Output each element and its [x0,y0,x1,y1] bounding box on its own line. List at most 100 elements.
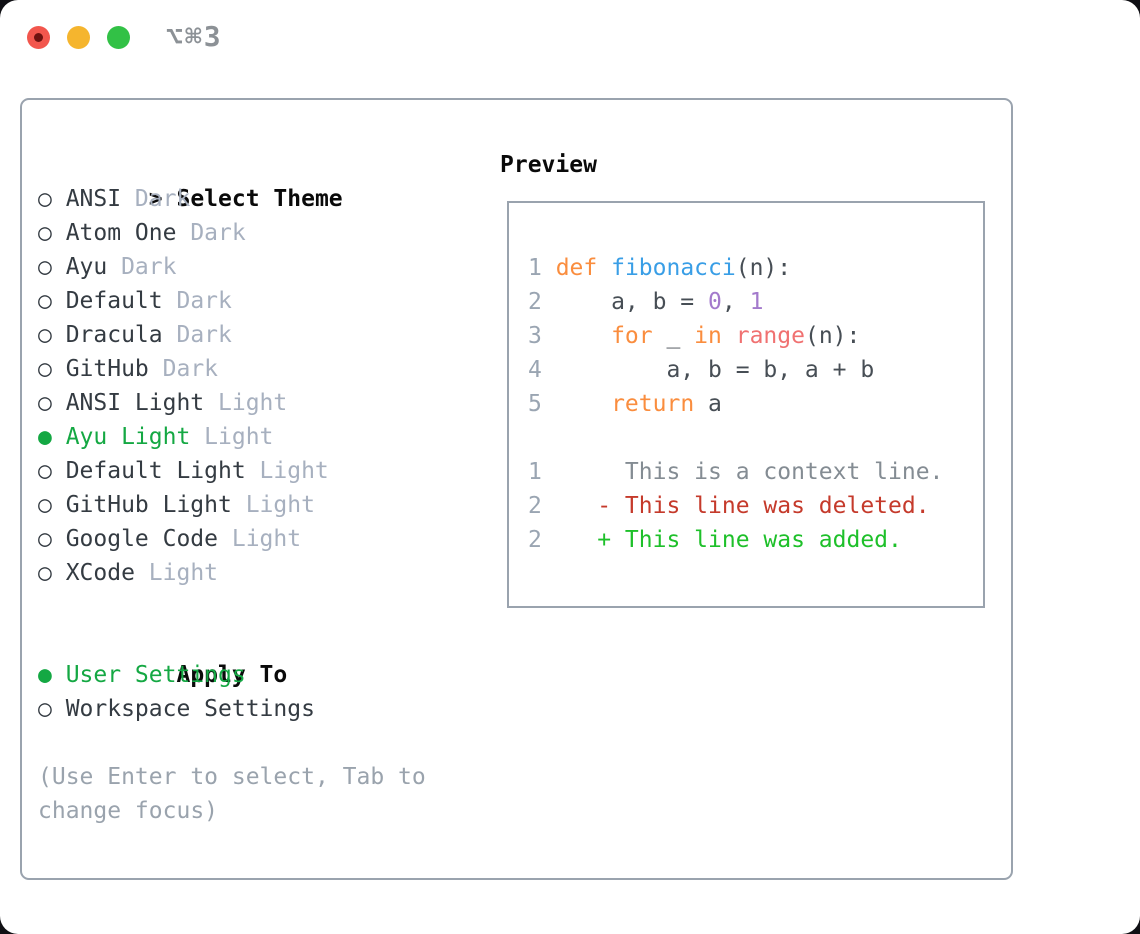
code-token: a, b = b, a + b [555,357,875,383]
theme-variant-tag: Light [204,424,274,450]
theme-variant-tag: Dark [176,288,232,314]
theme-option-default-dark[interactable]: ○ Default Dark [38,284,426,318]
theme-name: Ayu Light [65,424,191,450]
radio-selected-icon: ● [38,424,52,450]
window-shortcut-label: ⌥⌘3 [166,20,223,53]
code-token: a [694,391,722,417]
theme-option-ansi-light-light[interactable]: ○ ANSI Light Light [38,386,426,420]
theme-variant-tag: Dark [190,220,246,246]
theme-option-ayu-light-light[interactable]: ● Ayu Light Light [38,420,426,454]
line-number: 1 [528,459,542,485]
hint-line-1: (Use Enter to select, Tab to [38,764,426,790]
theme-name: ANSI Light [65,390,205,416]
radio-unselected-icon: ○ [38,288,52,314]
line-number: 2 [528,527,542,553]
theme-option-atom-one-dark[interactable]: ○ Atom One Dark [38,216,426,250]
code-token: 1 [749,289,764,315]
theme-name: Default Light [65,458,246,484]
code-token: return [611,391,695,417]
theme-name: Ayu [65,254,108,280]
code-token: in [694,323,722,349]
radio-unselected-icon: ○ [38,390,52,416]
minimize-button[interactable] [67,26,90,49]
theme-name: Atom One [65,220,177,246]
radio-unselected-icon: ○ [38,526,52,552]
code-token: , [721,289,750,315]
code-line: 2 + This line was added. [528,523,983,557]
code-line: 1 This is a context line. [528,455,983,489]
code-token [722,323,736,349]
code-line: 2 a, b = 0, 1 [528,285,983,319]
theme-option-default-light-light[interactable]: ○ Default Light Light [38,454,426,488]
code-token: fibonacci [611,255,736,281]
theme-option-dracula-dark[interactable]: ○ Dracula Dark [38,318,426,352]
hint-line-2: change focus) [38,798,219,824]
code-token: + This line was added. [555,527,902,553]
theme-variant-tag: Dark [134,186,191,212]
code-token [556,323,611,349]
code-token: This is a context line. [555,459,944,485]
code-token: def [555,255,598,281]
theme-variant-tag: Dark [121,254,177,280]
apply-option-label: User Settings [65,662,246,688]
line-number: 2 [528,493,542,519]
radio-unselected-icon: ○ [38,356,52,382]
maximize-button[interactable] [107,26,130,49]
select-theme-heading: >Select Theme [38,148,426,212]
close-button[interactable] [27,26,50,49]
code-line: 4 a, b = b, a + b [528,353,983,387]
theme-name: GitHub Light [65,492,232,518]
radio-unselected-icon: ○ [38,696,52,722]
theme-variant-tag: Light [148,560,219,586]
code-token: _ [652,323,695,349]
code-line: 2 - This line was deleted. [528,489,983,523]
radio-unselected-icon: ○ [38,458,52,484]
code-token: (n): [735,255,792,281]
radio-unselected-icon: ○ [38,254,52,280]
radio-unselected-icon: ○ [38,492,52,518]
spacer [38,726,426,760]
line-number: 5 [528,391,542,417]
theme-option-github-light-light[interactable]: ○ GitHub Light Light [38,488,426,522]
radio-unselected-icon: ○ [38,560,52,586]
code-token: for [611,323,653,349]
apply-option-user-settings[interactable]: ● User Settings [38,658,426,692]
theme-variant-tag: Light [218,390,288,416]
apply-option-workspace-settings[interactable]: ○ Workspace Settings [38,692,426,726]
theme-variant-tag: Light [245,492,315,518]
line-number: 4 [528,357,542,383]
apply-to-title: Apply To [176,662,288,688]
code-token [556,391,611,417]
apply-to-list: ● User Settings ○ Workspace Settings [38,658,426,726]
line-number: 3 [528,323,542,349]
radio-unselected-icon: ○ [38,186,52,212]
preview-title: Preview [500,152,597,178]
theme-option-github-dark[interactable]: ○ GitHub Dark [38,352,426,386]
code-line: 3 for _ in range(n): [528,319,983,353]
radio-unselected-icon: ○ [38,220,52,246]
theme-option-ayu-dark[interactable]: ○ Ayu Dark [38,250,426,284]
code-line: 5 return a [528,387,983,421]
theme-name: Default [65,288,163,314]
apply-option-label: Workspace Settings [65,696,315,722]
code-token [597,255,611,281]
theme-variant-tag: Dark [162,356,219,382]
theme-variant-tag: Light [259,458,329,484]
theme-name: Dracula [65,322,163,348]
apply-to-heading: Apply To [38,624,426,688]
theme-variant-tag: Dark [176,322,232,348]
theme-name: Google Code [65,526,219,552]
code-token: - This line was deleted. [555,493,930,519]
code-token: a, b = [555,289,709,315]
focus-caret-icon: > [148,186,163,212]
theme-name: GitHub [65,356,149,382]
radio-selected-icon: ● [38,662,52,688]
radio-unselected-icon: ○ [38,322,52,348]
